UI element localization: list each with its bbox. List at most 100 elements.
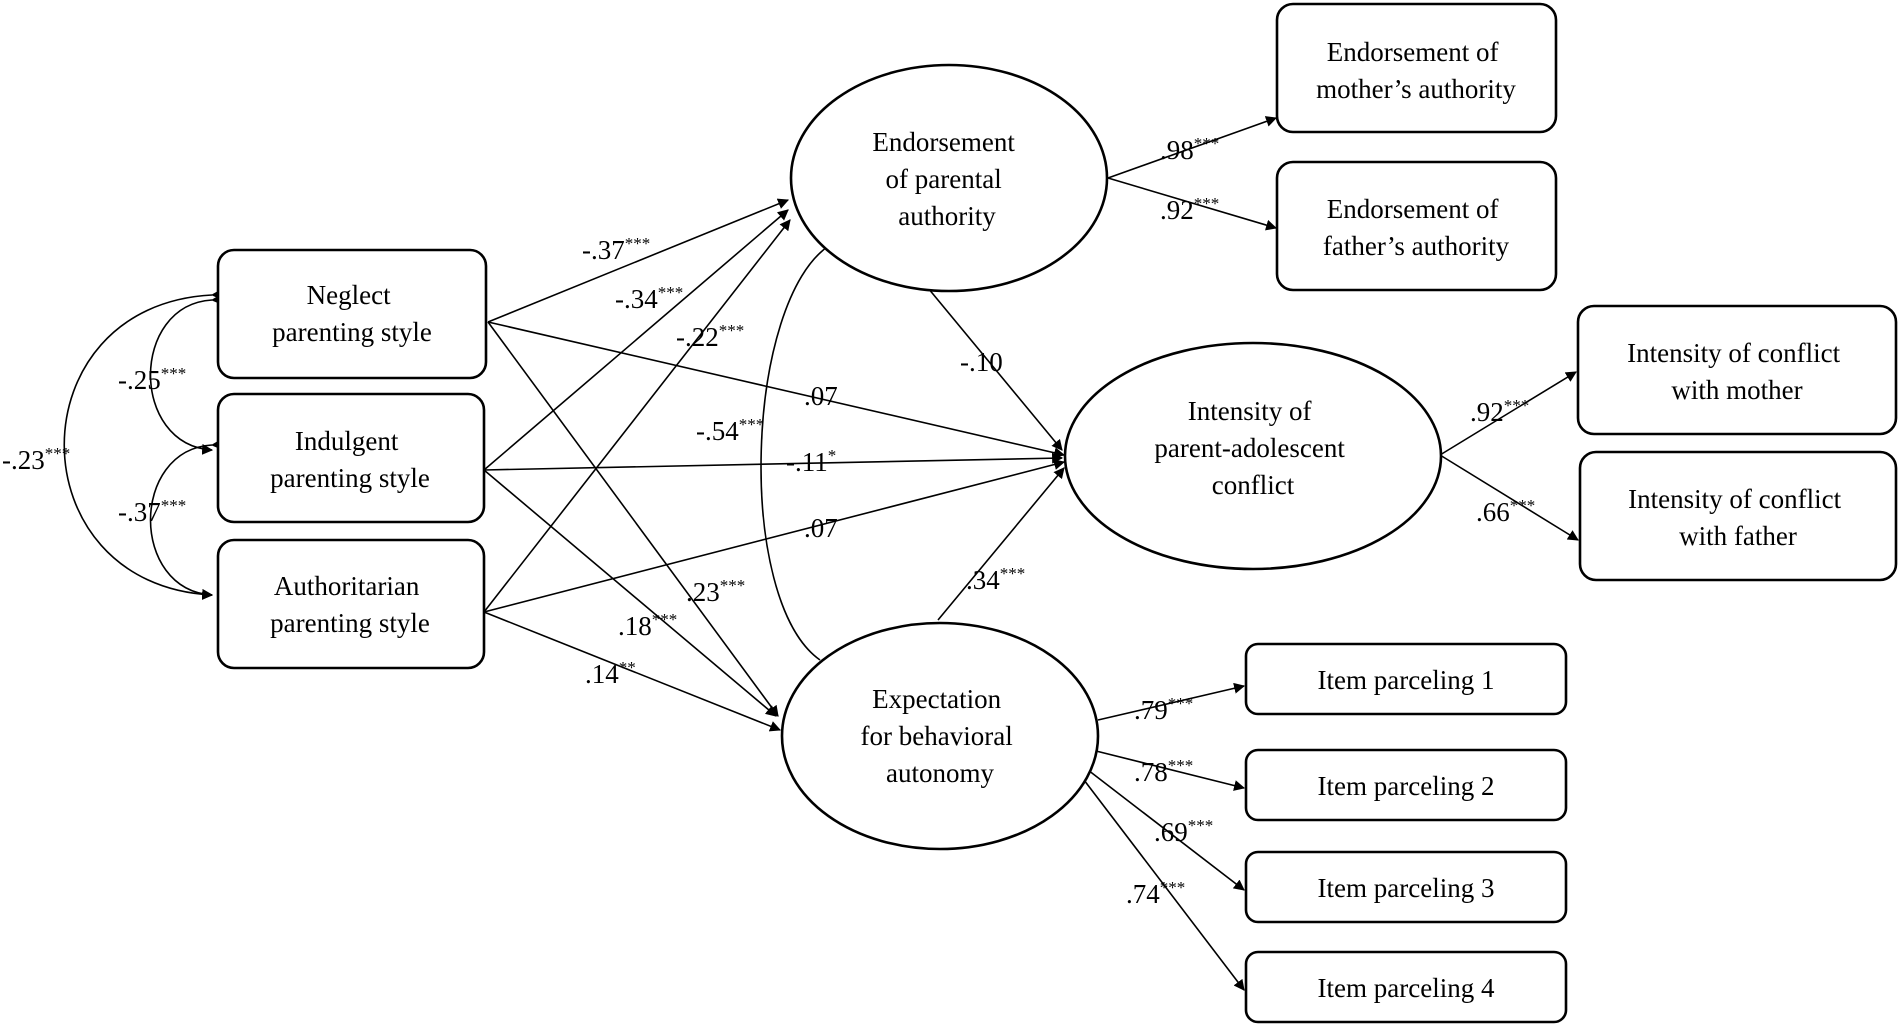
path-endorsement-conflict xyxy=(927,287,1063,451)
svg-text:Endorsement of father’s: Endorsement of father’s authority xyxy=(1323,194,1510,261)
svg-text:Item parceling 1: Item parceling 1 xyxy=(1318,665,1495,695)
node-label-line: for behavioral xyxy=(861,721,1013,751)
coef-endorsement-father: .92*** xyxy=(1160,194,1219,225)
svg-text:Item parceling 4: Item parceling 4 xyxy=(1318,973,1495,1003)
node-label-line: mother’s authority xyxy=(1316,74,1516,104)
coef-expectation-parcel3: .69*** xyxy=(1154,816,1213,847)
svg-text:Neglect parenting style: Neglect parenting style xyxy=(272,280,432,347)
node-label-line: Authoritarian xyxy=(274,571,420,601)
node-label-line: Intensity of xyxy=(1188,396,1312,426)
node-label-line: authority xyxy=(898,201,996,231)
path-endorsement-mother xyxy=(1107,116,1278,179)
node-label-line: Expectation xyxy=(872,684,1001,714)
coef-indulgent-endorsement: -.34*** xyxy=(615,283,683,314)
indicator-conflict-with-mother: Intensity of conflict with mother xyxy=(1576,304,1898,436)
indicator-endorsement-mother-authority: Endorsement of mother’s authority xyxy=(1275,2,1558,134)
svg-text:Intensity of conflict wi: Intensity of conflict with father xyxy=(1628,484,1848,551)
coef-endorsement-mother: .98*** xyxy=(1160,134,1219,165)
coef-conflict-mother: .92*** xyxy=(1470,396,1529,427)
node-label-line: Item parceling 3 xyxy=(1318,873,1495,903)
path-neglect-conflict xyxy=(487,321,1066,459)
node-label-line: Endorsement of xyxy=(1327,194,1499,224)
path-conflict-father xyxy=(1439,454,1579,541)
path-expectation-parcel2 xyxy=(1091,749,1246,791)
node-label-line: of parental xyxy=(886,164,1002,194)
node-label-line: father’s authority xyxy=(1323,231,1510,261)
coef-indulgent-conflict: -.11* xyxy=(786,446,836,477)
coef-conflict-father: .66*** xyxy=(1476,496,1535,527)
path-indulgent-endorsement xyxy=(483,209,789,471)
coefficient-labels: -.25*** -.37*** -.23*** -.37*** -.34*** … xyxy=(2,134,1535,909)
coef-indulgent-authoritarian: -.37*** xyxy=(118,496,186,527)
observed-parenting-authoritarian: Authoritarian parenting style xyxy=(216,538,486,670)
svg-text:Endorsement of mother’s: Endorsement of mother’s authority xyxy=(1316,37,1516,104)
covariance-arc-neglect-authoritarian xyxy=(63,288,223,600)
coef-authoritarian-expectation: .14** xyxy=(585,658,636,689)
node-label-line: parent-adolescent xyxy=(1154,433,1345,463)
node-label-line: parenting style xyxy=(270,608,430,638)
path-lines xyxy=(63,116,1579,991)
indicator-item-parcel-4: Item parceling 4 xyxy=(1244,950,1568,1024)
coef-neglect-endorsement: -.37*** xyxy=(582,234,650,265)
coef-expectation-parcel1: .79*** xyxy=(1134,694,1193,725)
svg-text:Endorsement of parental: Endorsement of parental authority xyxy=(872,127,1021,231)
covariance-arc-neglect-indulgent xyxy=(149,293,223,455)
coef-neglect-authoritarian: -.23*** xyxy=(2,444,70,475)
coef-endorsement-expectation: -.54*** xyxy=(696,415,764,446)
node-label-line: Endorsement of xyxy=(1327,37,1499,67)
path-indulgent-expectation xyxy=(483,469,777,717)
path-endorsement-father xyxy=(1107,177,1278,231)
node-label-line: parenting style xyxy=(270,463,430,493)
node-label-line: Indulgent xyxy=(295,426,399,456)
node-label-line: Endorsement xyxy=(872,127,1015,157)
coef-expectation-parcel4: .74*** xyxy=(1126,878,1185,909)
indicator-item-parcel-3: Item parceling 3 xyxy=(1244,850,1568,924)
coef-expectation-parcel2: .78*** xyxy=(1134,756,1193,787)
coef-neglect-expectation: .23*** xyxy=(686,576,745,607)
path-authoritarian-conflict xyxy=(483,459,1066,613)
path-expectation-parcel3 xyxy=(1087,769,1245,891)
svg-text:Intensity of parent-adol: Intensity of parent-adolescent conflict xyxy=(1154,396,1351,500)
node-label-line: Item parceling 1 xyxy=(1318,665,1495,695)
indicator-endorsement-father-authority: Endorsement of father’s authority xyxy=(1275,160,1558,292)
node-label-line: Item parceling 4 xyxy=(1318,973,1495,1003)
path-indulgent-conflict xyxy=(483,452,1064,471)
node-label-line: conflict xyxy=(1212,470,1295,500)
observed-parenting-indulgent: Indulgent parenting style xyxy=(216,392,486,524)
node-label-line: with mother xyxy=(1671,375,1802,405)
coef-authoritarian-endorsement: -.22*** xyxy=(676,321,744,352)
svg-text:Authoritarian parenting: Authoritarian parenting style xyxy=(270,571,430,638)
covariance-arc-endorsement-expectation xyxy=(760,234,842,661)
svg-text:Intensity of conflict wi: Intensity of conflict with mother xyxy=(1627,338,1847,405)
latent-endorsement-of-parental-authority: Endorsement of parental authority xyxy=(789,63,1109,293)
covariance-arc-indulgent-authoritarian xyxy=(149,438,223,600)
path-authoritarian-endorsement xyxy=(483,219,791,613)
path-neglect-endorsement xyxy=(487,198,790,323)
svg-text:Item parceling 2: Item parceling 2 xyxy=(1318,771,1495,801)
node-label-line: autonomy xyxy=(886,758,994,788)
path-expectation-parcel4 xyxy=(1083,779,1245,991)
node-label-line: Neglect xyxy=(307,280,391,310)
svg-text:Expectation for behavior: Expectation for behavioral autonomy xyxy=(861,684,1020,788)
path-expectation-parcel1 xyxy=(1097,682,1246,721)
node-label-line: Item parceling 2 xyxy=(1318,771,1495,801)
svg-text:Indulgent parenting styl: Indulgent parenting style xyxy=(270,426,430,493)
node-label-line: Intensity of conflict xyxy=(1627,338,1840,368)
svg-text:Item parceling 3: Item parceling 3 xyxy=(1318,873,1495,903)
node-label-line: with father xyxy=(1679,521,1797,551)
coef-authoritarian-conflict: .07 xyxy=(804,513,838,543)
indicator-item-parcel-2: Item parceling 2 xyxy=(1244,748,1568,822)
path-neglect-expectation xyxy=(487,321,779,717)
coef-neglect-indulgent: -.25*** xyxy=(118,364,186,395)
coef-indulgent-expectation: .18*** xyxy=(618,610,677,641)
node-label-line: Intensity of conflict xyxy=(1628,484,1841,514)
observed-parenting-neglect: Neglect parenting style xyxy=(216,248,488,380)
latent-intensity-of-parent-adolescent-conflict: Intensity of parent-adolescent conflict xyxy=(1063,341,1443,571)
coef-neglect-conflict: .07 xyxy=(804,381,838,411)
latent-expectation-for-behavioral-autonomy: Expectation for behavioral autonomy xyxy=(780,621,1100,851)
path-authoritarian-expectation xyxy=(483,611,782,732)
path-expectation-conflict xyxy=(937,467,1065,621)
indicator-item-parcel-1: Item parceling 1 xyxy=(1244,642,1568,716)
node-label-line: parenting style xyxy=(272,317,432,347)
